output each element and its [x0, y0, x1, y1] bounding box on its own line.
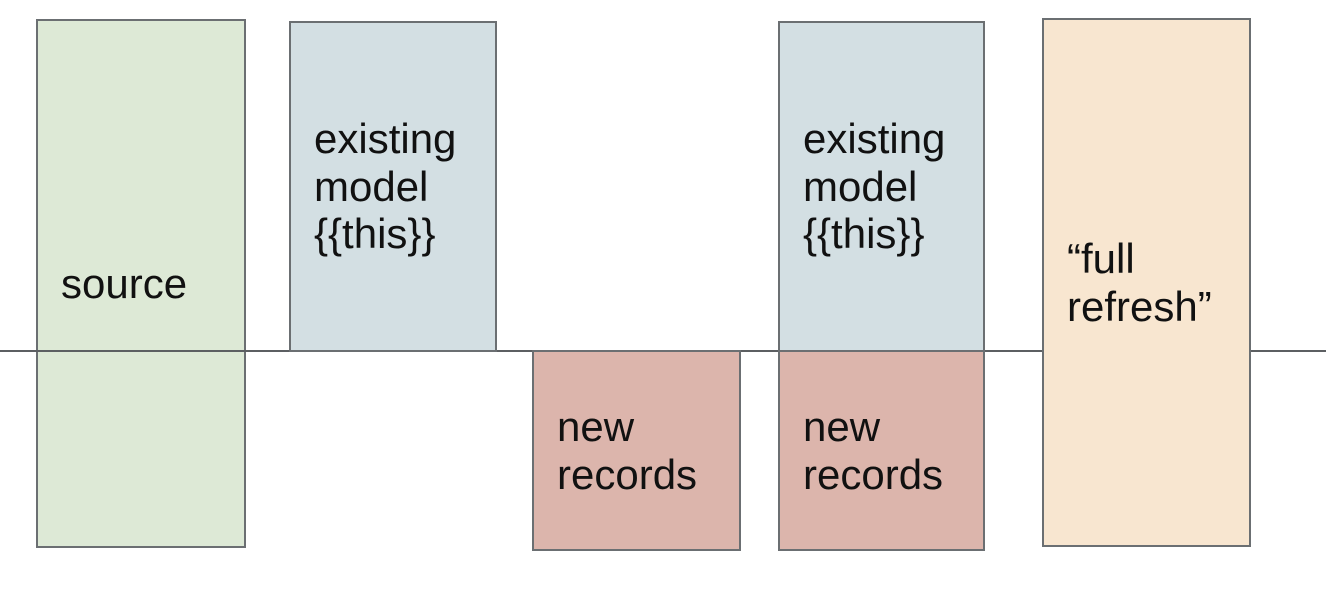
box-new-records-1: new records: [532, 350, 741, 551]
box-existing-model-2: existing model {{this}}: [778, 21, 985, 352]
box-existing-model-2-label: existing model {{this}}: [803, 115, 946, 258]
box-full-refresh: “full refresh”: [1042, 18, 1251, 547]
box-full-refresh-label: “full refresh”: [1067, 235, 1212, 330]
box-new-records-1-label: new records: [557, 403, 698, 498]
box-existing-model-1: existing model {{this}}: [289, 21, 497, 352]
box-new-records-2-label: new records: [803, 403, 944, 498]
box-new-records-2: new records: [778, 350, 985, 551]
box-existing-model-1-label: existing model {{this}}: [314, 115, 457, 258]
box-source: source: [36, 19, 246, 548]
box-source-label: source: [61, 259, 188, 307]
